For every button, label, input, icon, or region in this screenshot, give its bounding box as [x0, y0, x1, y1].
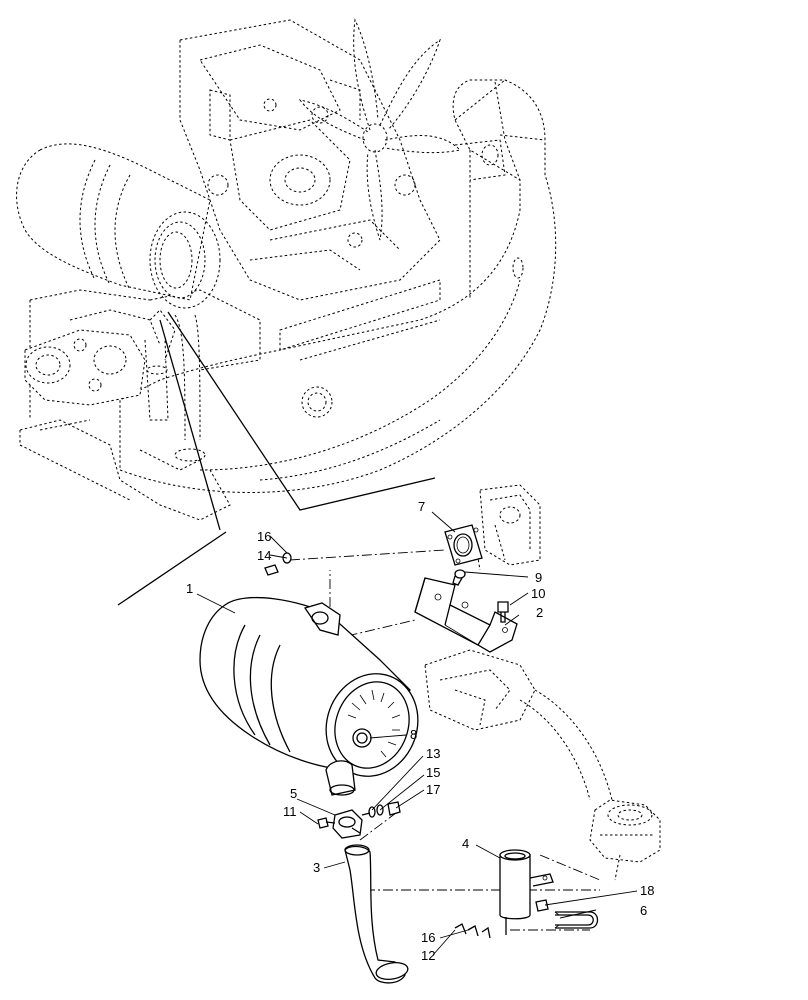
part-10-bolt [497, 601, 509, 623]
callout-11: 11 [283, 804, 297, 819]
part-4-holder [499, 849, 554, 935]
context-leader-c [117, 531, 227, 606]
callout-14: 14 [257, 548, 271, 563]
counterweight-outline [119, 79, 557, 493]
part-11-bolt [317, 817, 336, 829]
callout-8: 8 [410, 727, 417, 742]
machine-context-view [16, 18, 557, 521]
callout-3: 3 [313, 860, 320, 875]
callout-13: 13 [426, 746, 440, 761]
callout-1: 1 [186, 581, 193, 596]
context-leader-a [167, 311, 436, 511]
air-cleaner-context [16, 143, 211, 301]
part-9-bolt [452, 569, 466, 586]
context-leader-b [159, 319, 221, 531]
callout-17: 17 [426, 782, 440, 797]
engine-context [179, 19, 441, 301]
callout-18: 18 [640, 883, 654, 898]
callout-5: 5 [290, 786, 297, 801]
callout-labels: 1 2 3 4 5 6 7 8 9 10 11 12 13 14 15 16 1… [186, 499, 654, 963]
callout-2: 2 [536, 605, 543, 620]
right-context [424, 484, 661, 881]
callout-15: 15 [426, 765, 440, 780]
part-7-gasket [444, 524, 483, 566]
callout-10: 10 [531, 586, 545, 601]
part-18-bolt [535, 899, 549, 912]
callout-7: 7 [418, 499, 425, 514]
callout-16-top: 16 [257, 529, 271, 544]
part-2-bracket [414, 577, 518, 653]
part-3-hose [344, 844, 409, 984]
part-12-16-hardware [454, 923, 491, 939]
air-cleaner-vanes [347, 689, 401, 758]
callout-leaders [196, 511, 638, 956]
part-6-u-bolt [554, 911, 599, 929]
callout-12: 12 [421, 948, 435, 963]
fan-context [298, 18, 462, 241]
callout-9: 9 [535, 570, 542, 585]
callout-4: 4 [462, 836, 469, 851]
part-1-air-cleaner [199, 596, 419, 796]
align-line-clamp [359, 809, 401, 841]
align-line-gasket [289, 549, 446, 561]
pump-context [24, 309, 176, 406]
align-line-holder [539, 854, 601, 881]
part-5-clamp [332, 809, 363, 839]
callout-6: 6 [640, 903, 647, 918]
callout-16-bottom: 16 [421, 930, 435, 945]
